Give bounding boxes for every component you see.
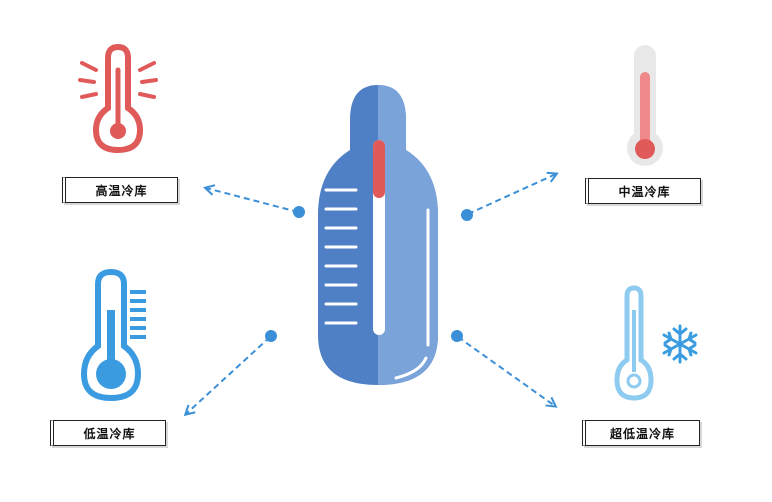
arrow-to-high [206, 188, 305, 218]
label-low-temp-storage: 低温冷库 [50, 420, 166, 446]
label-ultra-low-temp-storage: 超低温冷库 [582, 420, 700, 446]
label-medium-temp-storage: 中温冷库 [585, 178, 701, 204]
snowflake-thermometer-icon [614, 285, 698, 401]
cold-thermometer-icon [80, 268, 146, 402]
warm-thermometer-icon [627, 45, 663, 166]
arrow-to-low [186, 330, 277, 414]
arrow-to-ultra-low [451, 330, 555, 406]
center-thermometer-icon [318, 85, 438, 385]
snowflake-icon [662, 324, 698, 364]
hot-thermometer-icon [78, 43, 158, 154]
arrow-to-medium [461, 174, 556, 221]
label-high-temp-storage: 高温冷库 [62, 177, 178, 203]
